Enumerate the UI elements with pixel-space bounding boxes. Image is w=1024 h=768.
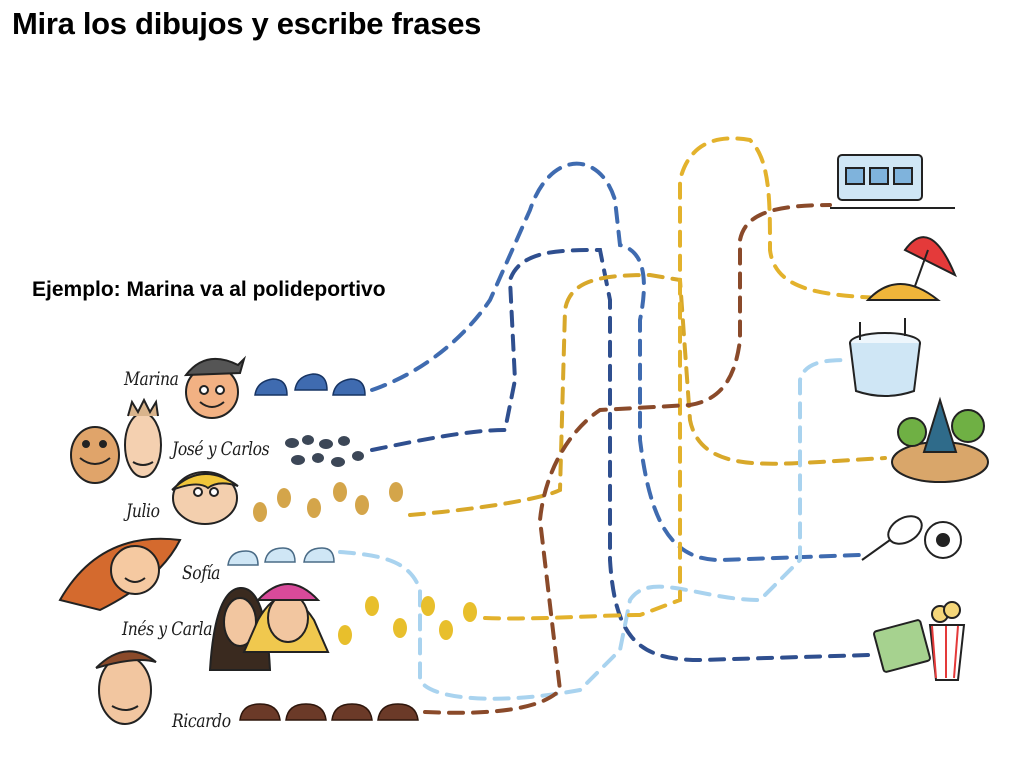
jose-face bbox=[70, 426, 120, 484]
beach-umbrella-icon bbox=[865, 236, 957, 301]
ricardo-face bbox=[95, 650, 157, 725]
path-ines-carla bbox=[483, 136, 882, 621]
path-ricardo bbox=[423, 203, 832, 715]
path-julio bbox=[408, 272, 887, 517]
name-marina: Marina bbox=[124, 368, 179, 390]
name-ines-carla: Inés y Carla bbox=[122, 618, 213, 640]
tennis-racket-ball-icon bbox=[861, 515, 962, 561]
sofia-face bbox=[58, 537, 182, 612]
jose-carlos-footprints bbox=[285, 435, 364, 467]
stadium-icon bbox=[849, 318, 921, 397]
marina-face bbox=[183, 355, 247, 419]
carla-face bbox=[242, 583, 330, 653]
cinema-ticket-popcorn-icon bbox=[873, 601, 966, 681]
example-sentence: Ejemplo: Marina va al polideportivo bbox=[32, 278, 386, 301]
marina-shoes bbox=[254, 373, 366, 396]
page-title: Mira los dibujos y escribe frases bbox=[12, 6, 482, 41]
name-sofia: Sofía bbox=[182, 562, 221, 584]
julio-footprints bbox=[253, 482, 403, 522]
carlos-face bbox=[124, 397, 162, 478]
park-trees-icon bbox=[891, 396, 989, 483]
ines-carla-footprints bbox=[338, 596, 477, 645]
path-sofia bbox=[338, 358, 852, 701]
name-jose-carlos: José y Carlos bbox=[172, 438, 270, 460]
path-jose-carlos bbox=[370, 247, 872, 663]
train-icon bbox=[830, 154, 955, 209]
name-julio: Julio bbox=[126, 500, 160, 522]
name-ricardo: Ricardo bbox=[172, 710, 231, 732]
sofia-shoes bbox=[227, 547, 335, 566]
julio-face bbox=[171, 471, 239, 525]
path-marina bbox=[370, 161, 862, 563]
ricardo-shoes bbox=[239, 703, 419, 721]
